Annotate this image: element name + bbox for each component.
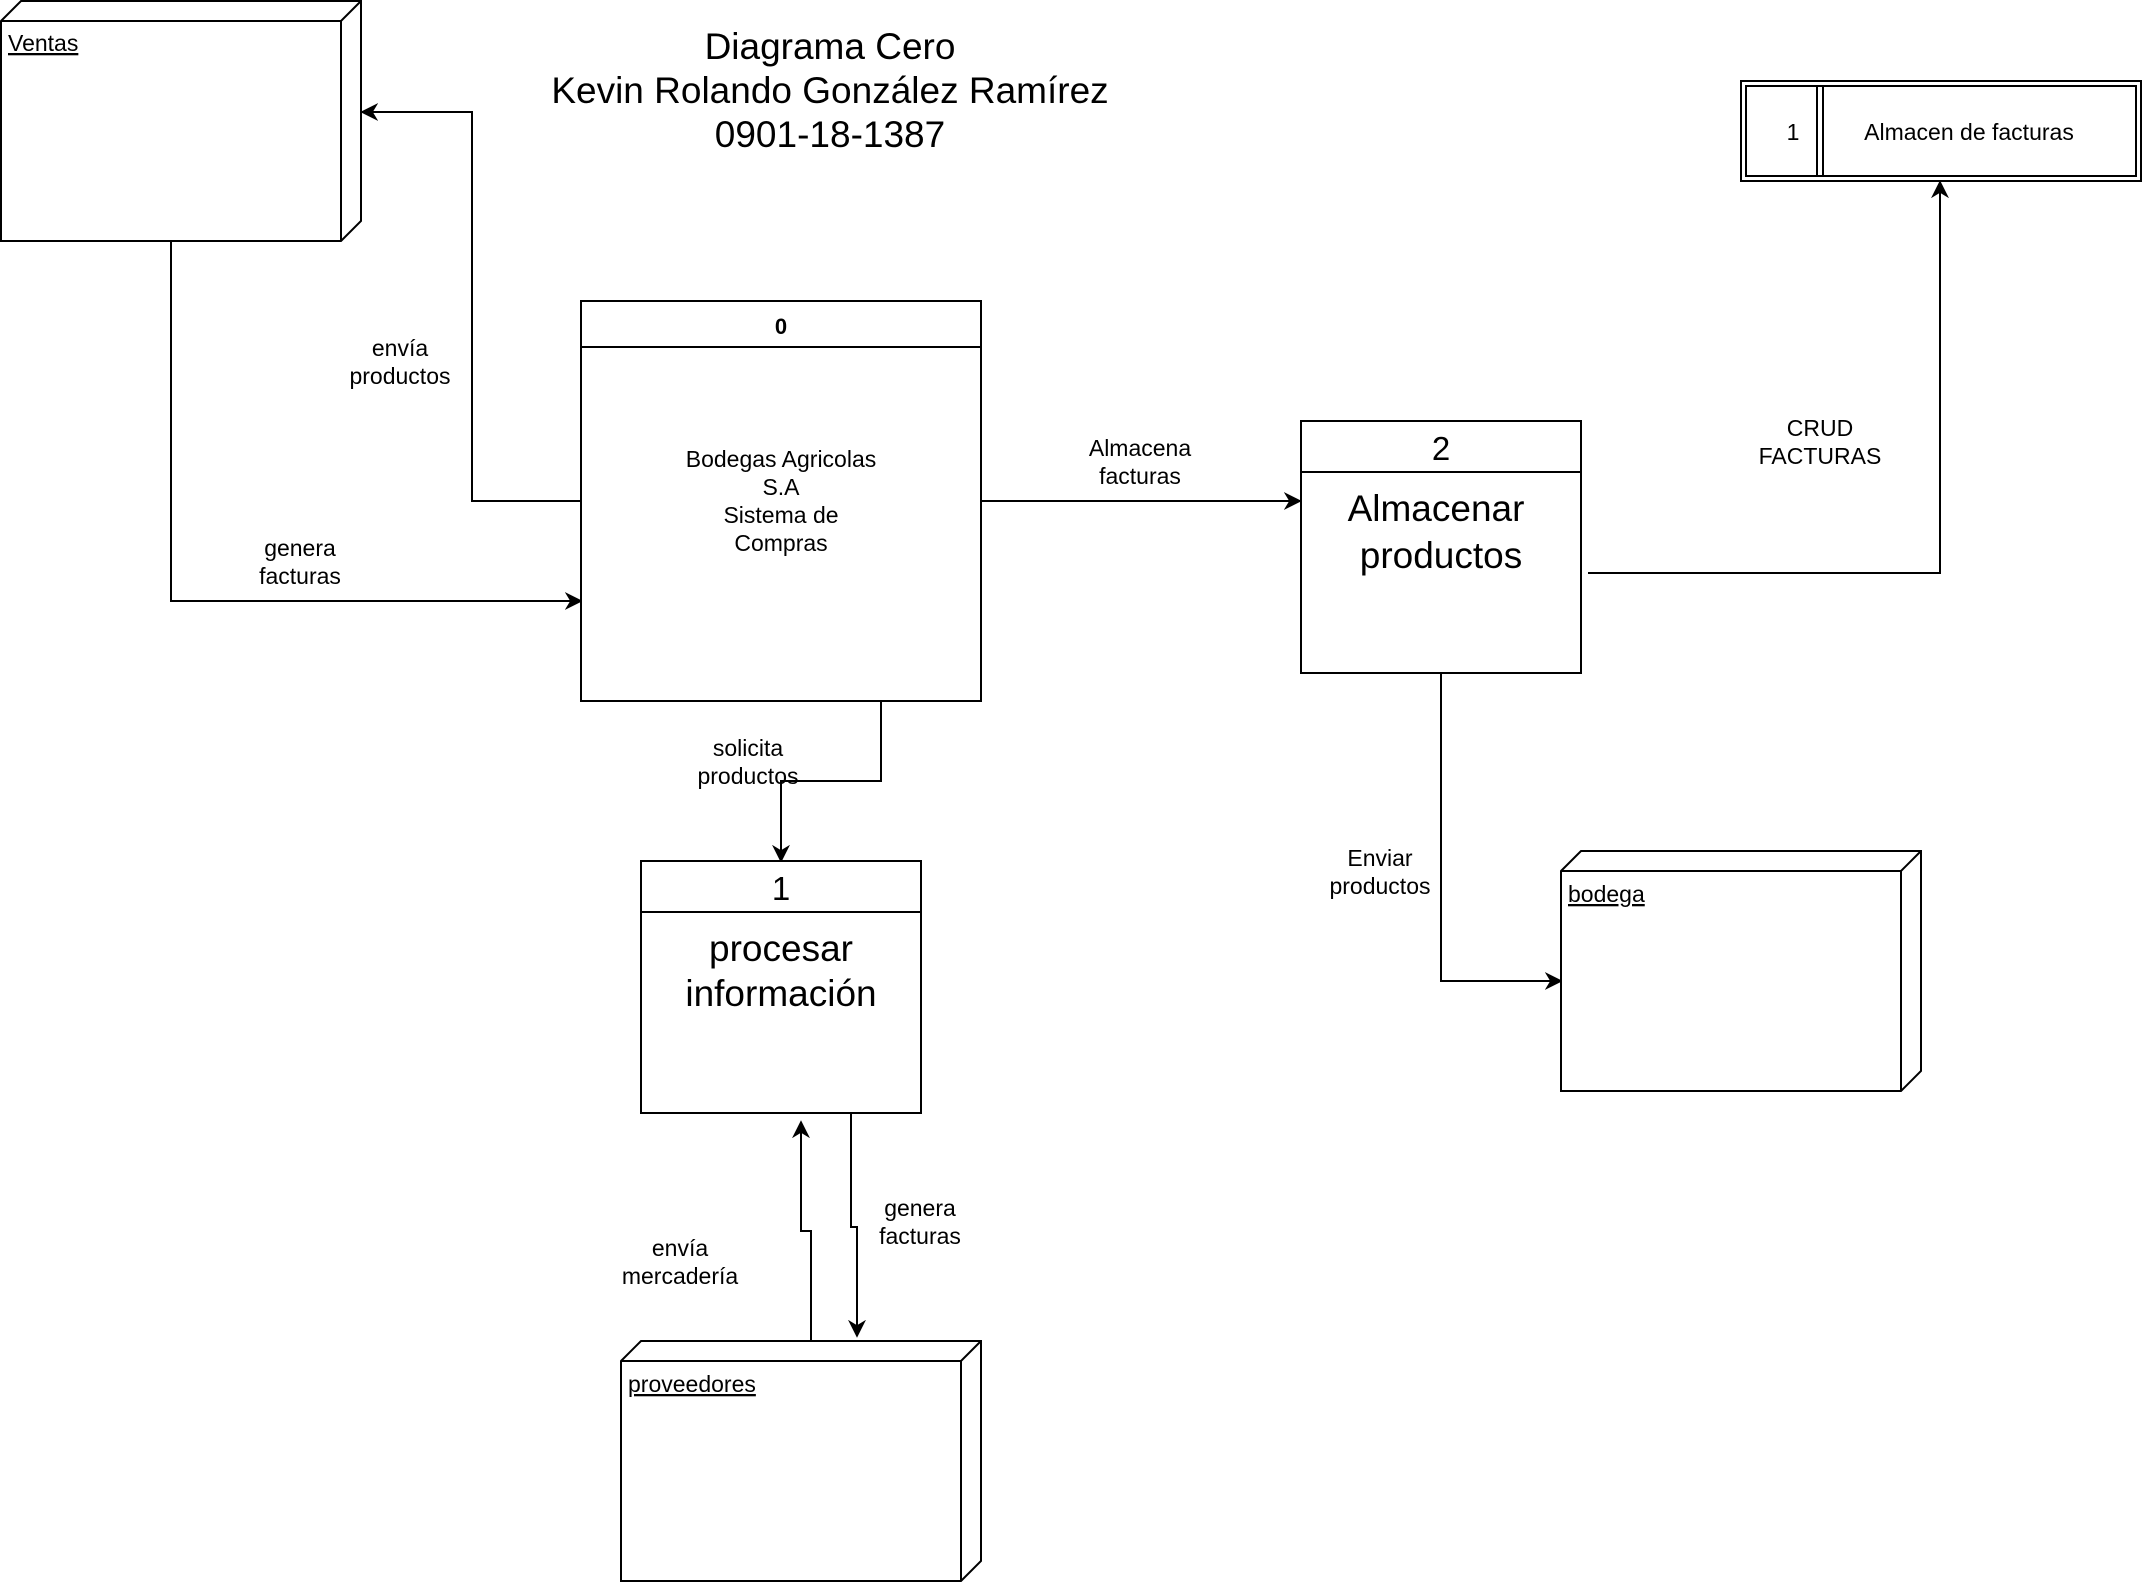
title-line-1: Diagrama Cero [705,26,956,67]
flow-crud-facturas [1588,180,1949,574]
label-crud-facturas-1: CRUD [1787,415,1853,441]
flow-genera-facturas-ventas [170,241,583,610]
process-1-line-1: procesar [709,928,853,969]
label-envia-productos-1: envía [372,335,428,361]
label-envia-productos-2: productos [349,363,450,389]
process-1[interactable]: 1 procesar información [640,860,922,1114]
label-genera-facturas-ventas-1: genera [264,535,336,561]
label-crud-facturas-2: FACTURAS [1759,443,1882,469]
label-enviar-productos-2: productos [1329,873,1430,899]
process-2-number: 2 [1432,430,1450,467]
flow-enviar-productos [1440,673,1563,990]
title-line-2: Kevin Rolando González Ramírez [551,70,1108,111]
datastore-almacen-facturas[interactable]: 1 Almacen de facturas [1740,80,2142,182]
title-line-3: 0901-18-1387 [715,114,945,155]
label-genera-facturas-ventas-2: facturas [259,563,341,589]
label-genera-facturas-proveedores-1: genera [884,1195,956,1221]
entity-ventas[interactable]: Ventas [0,0,362,242]
flow-envia-mercaderia [792,1120,812,1341]
process-0[interactable]: 0 Bodegas Agricolas S.A Sistema de Compr… [580,300,982,702]
process-2-line-2: productos [1360,535,1523,576]
label-envia-mercaderia-2: mercadería [622,1263,739,1289]
entity-proveedores[interactable]: proveedores [620,1340,982,1582]
label-genera-facturas-proveedores-2: facturas [879,1223,961,1249]
entity-bodega-label: bodega [1568,881,1645,907]
label-almacena-facturas-1: Almacena [1089,435,1191,461]
flow-envia-productos [360,103,581,502]
process-1-line-2: información [685,973,876,1014]
process-0-line-2: S.A [762,474,800,500]
flow-solicita-productos [772,701,882,863]
process-2-line-1: Almacenar [1348,488,1525,529]
process-0-line-3: Sistema de [723,502,838,528]
process-0-line-1: Bodegas Agricolas [686,446,877,472]
process-0-line-4: Compras [734,530,827,556]
label-almacena-facturas-2: facturas [1099,463,1181,489]
label-solicita-productos-2: productos [697,763,798,789]
entity-bodega[interactable]: bodega [1560,850,1922,1092]
process-0-number: 0 [775,314,787,339]
datastore-name: Almacen de facturas [1864,119,2074,145]
label-solicita-productos-1: solicita [713,735,784,761]
process-1-number: 1 [772,870,790,907]
label-enviar-productos-1: Enviar [1347,845,1413,871]
entity-ventas-label: Ventas [8,30,78,56]
label-envia-mercaderia-1: envía [652,1235,708,1261]
entity-proveedores-label: proveedores [628,1371,756,1397]
flow-genera-facturas-proveedores [848,1113,866,1338]
flow-connectors [170,103,1949,1341]
datastore-id: 1 [1787,119,1800,145]
flow-labels: envía productos genera facturas Almacena… [259,335,1881,1289]
process-2[interactable]: 2 Almacenar productos [1300,420,1582,674]
diagram-title: Diagrama Cero Kevin Rolando González Ram… [551,26,1108,155]
